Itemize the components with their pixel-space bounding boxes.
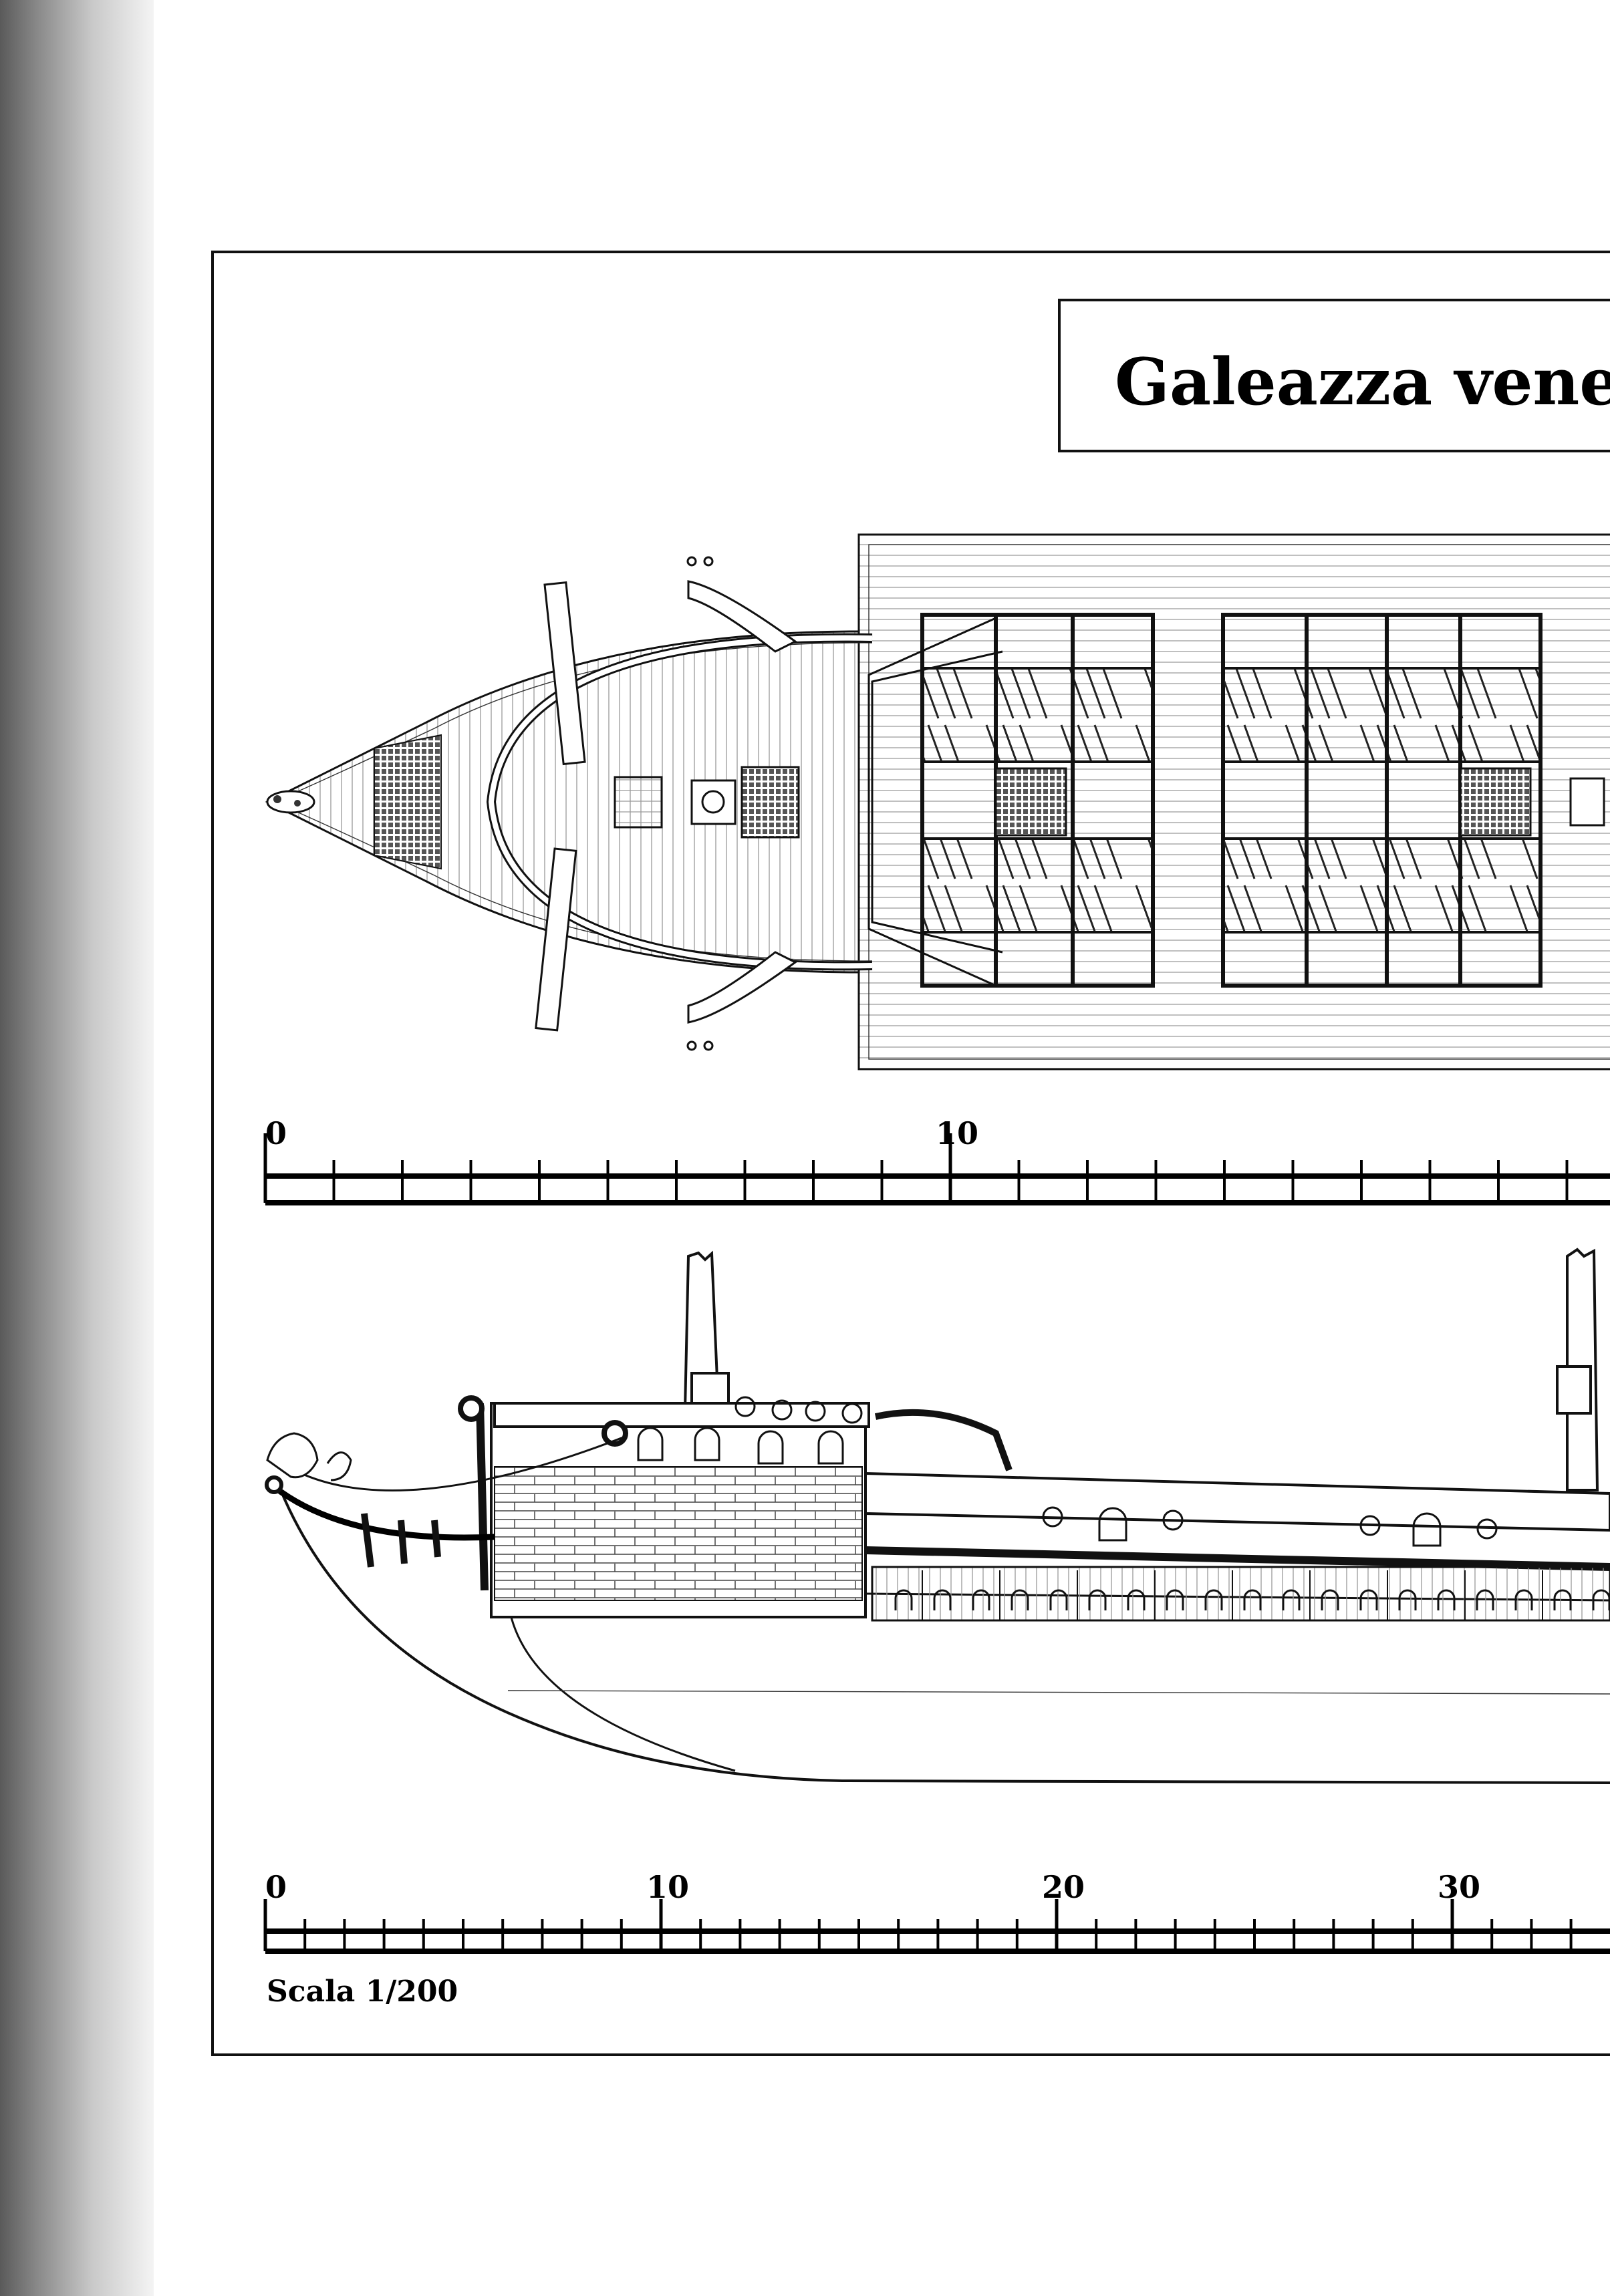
scale-label: 20 bbox=[1042, 1869, 1085, 1905]
oar-port bbox=[1243, 1589, 1262, 1610]
foremast bbox=[683, 1250, 730, 1418]
oar-port bbox=[1592, 1589, 1610, 1610]
plan-view-scale-bar: 0 10 bbox=[263, 1115, 1610, 1205]
scale-label: 10 bbox=[646, 1869, 689, 1905]
oar-port bbox=[1437, 1589, 1456, 1610]
sheet-frame bbox=[211, 251, 1610, 2056]
waist-ports bbox=[1042, 1506, 1498, 1547]
scale-label: 0 bbox=[265, 1115, 287, 1151]
drawing-title: Galeazza vene bbox=[1115, 344, 1610, 420]
oar-port bbox=[972, 1589, 990, 1610]
oar-port bbox=[1088, 1589, 1107, 1610]
mainmast bbox=[1556, 1248, 1599, 1491]
capstan bbox=[690, 779, 736, 825]
keel-line bbox=[279, 1489, 1610, 1784]
oar-ports bbox=[894, 1570, 1610, 1620]
scale-label: 10 bbox=[936, 1115, 978, 1151]
lion-figurehead-icon bbox=[266, 790, 315, 814]
lion-figurehead-icon bbox=[266, 1432, 352, 1481]
bow-grate-hatch bbox=[741, 766, 800, 839]
waist-bulwark bbox=[864, 1471, 1610, 1532]
rowing-benches bbox=[920, 613, 1605, 988]
scale-label: 0 bbox=[265, 1869, 287, 1905]
oar-port bbox=[1127, 1589, 1146, 1610]
oar-port bbox=[1204, 1589, 1223, 1610]
oar-port bbox=[1476, 1589, 1494, 1610]
scale-caption: Scala 1/200 bbox=[267, 1975, 458, 2009]
oar-port bbox=[1049, 1589, 1068, 1610]
oar-port bbox=[1514, 1589, 1533, 1610]
title-block: Galeazza vene bbox=[1058, 299, 1610, 452]
oar-port bbox=[1553, 1589, 1572, 1610]
profile-view bbox=[265, 1248, 1610, 1784]
scale-label: 30 bbox=[1438, 1869, 1480, 1905]
oar-port bbox=[1359, 1589, 1378, 1610]
oar-port bbox=[894, 1589, 913, 1610]
oar-port bbox=[933, 1589, 952, 1610]
forecastle-windows bbox=[637, 1396, 863, 1465]
oar-port bbox=[1282, 1589, 1301, 1610]
page-binding-shadow bbox=[0, 0, 154, 2296]
bow-sweeps bbox=[535, 556, 797, 1051]
profile-view-scale-bar: 0 10 20 30 bbox=[263, 1869, 1610, 1954]
title-box bbox=[1058, 299, 1610, 452]
plan-view bbox=[265, 533, 1610, 1070]
oar-port bbox=[1321, 1589, 1339, 1610]
oar-port bbox=[1398, 1589, 1417, 1610]
forecastle-planking bbox=[494, 1466, 863, 1601]
oar-port bbox=[1011, 1589, 1029, 1610]
oar-deck bbox=[871, 1566, 1610, 1622]
oar-port bbox=[1166, 1589, 1184, 1610]
bow-hatch bbox=[614, 776, 663, 829]
bow-grating bbox=[374, 734, 442, 870]
awning bbox=[874, 1409, 1013, 1471]
